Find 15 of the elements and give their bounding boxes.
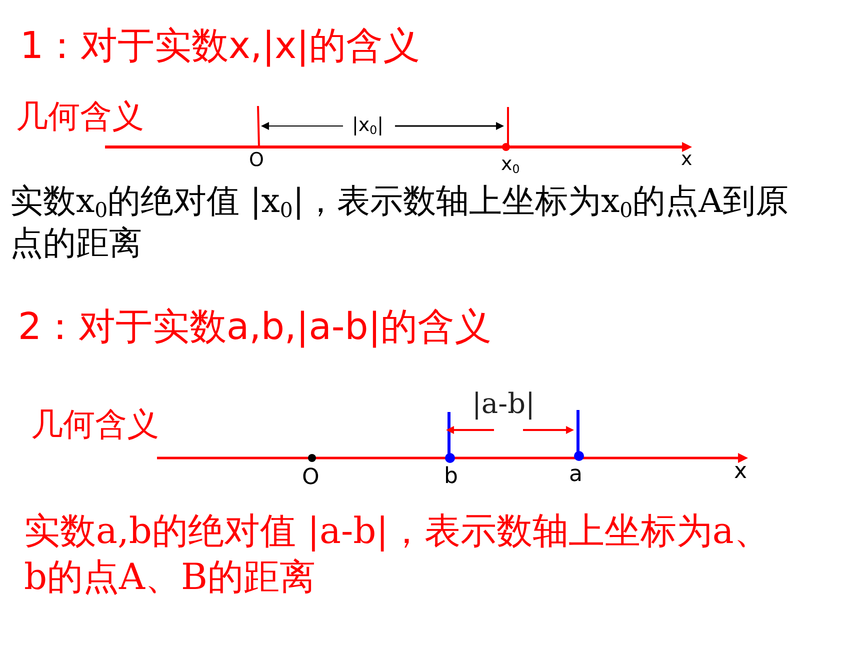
section-heading: 2：对于实数a,b,|a-b|的含义 (18, 306, 492, 349)
section-subheading: 几何含义 (16, 98, 144, 135)
point-label: x$_{0}$ (501, 154, 520, 176)
point-label: a (569, 462, 582, 488)
point-label: O (302, 465, 320, 490)
dimension-label: |a-b| (472, 388, 535, 420)
explanation-text: 实数x$_{0}$的绝对值 |x$_{0}$|，表示数轴上坐标为x$_{0}$的点A到原点的距离 (10, 180, 790, 264)
point-label: O (249, 150, 264, 172)
dimension-label: |x$_{0}$| (352, 115, 384, 137)
explanation-text: 实数a,b的绝对值 |a-b|，表示数轴上坐标为a、b的点A、B的距离 (24, 510, 771, 600)
section-subheading: 几何含义 (31, 406, 159, 443)
point-label: b (444, 464, 458, 490)
axis-label: x (734, 459, 748, 484)
section-heading: 1：对于实数x,|x|的含义 (20, 25, 420, 68)
axis-label: x (681, 149, 692, 171)
